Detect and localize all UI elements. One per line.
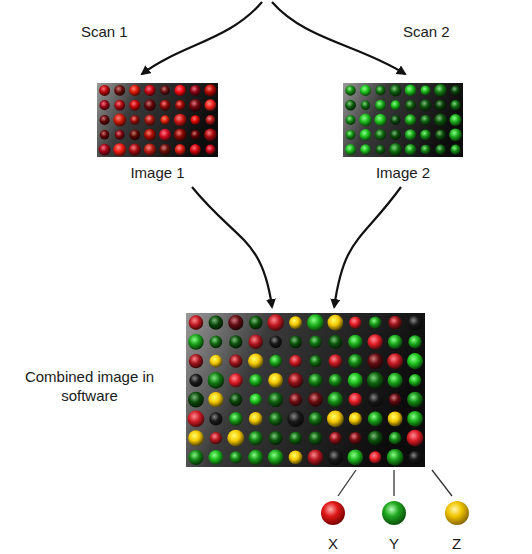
scan-arrow — [272, 2, 405, 74]
spot-label: X — [328, 534, 338, 553]
image-label: Image 2 — [343, 163, 463, 182]
image-panel: Image 1 — [97, 83, 218, 184]
spot-label: Y — [389, 534, 399, 553]
scan-arrow — [142, 2, 262, 74]
leader-line — [338, 470, 356, 496]
image-label: Image 1 — [97, 163, 218, 182]
merge-arrow — [192, 187, 272, 307]
microarray-image — [97, 83, 218, 157]
image-panel: Combined image in software — [5, 313, 425, 467]
image-panel: Image 2 — [343, 83, 463, 184]
green-spot — [382, 501, 406, 525]
spot-label: Z — [452, 534, 461, 553]
leader-line — [393, 470, 394, 496]
leader-line — [432, 470, 452, 496]
microarray-image — [186, 313, 425, 467]
merge-arrow — [334, 187, 401, 307]
scan-label: Scan 2 — [403, 22, 450, 41]
red-spot — [321, 501, 345, 525]
image-label: Combined image in software — [5, 367, 174, 405]
yellow-spot — [445, 501, 469, 525]
scan-label: Scan 1 — [81, 22, 128, 41]
microarray-image — [343, 83, 463, 157]
